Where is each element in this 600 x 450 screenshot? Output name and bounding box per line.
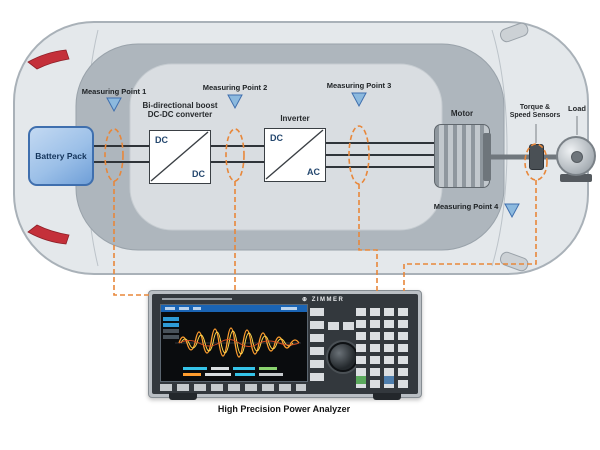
measuring-point-1-label: Measuring Point 1	[81, 87, 147, 96]
dcdc-bottom-label: DC	[192, 169, 205, 179]
measuring-point-2-label: Measuring Point 2	[202, 83, 268, 92]
torque-speed-sensor	[529, 144, 544, 170]
waveform-red	[178, 339, 300, 347]
measuring-point-3-label: Measuring Point 3	[326, 81, 392, 90]
load-flywheel	[556, 136, 596, 176]
dcdc-top-label: DC	[155, 135, 168, 145]
dcdc-converter-title: Bi-directional boost DC-DC converter	[142, 101, 218, 120]
analyzer-screen	[160, 304, 308, 382]
keypad-blue-key[interactable]	[384, 376, 394, 384]
converter-diagonal	[265, 129, 324, 180]
motor	[434, 124, 491, 188]
load-stand	[560, 174, 592, 182]
load-label: Load	[568, 104, 586, 113]
screen-menu-bars	[163, 317, 179, 339]
torque-speed-sensors-label: Torque & Speed Sensors	[509, 104, 561, 120]
analyzer-foot-right	[373, 393, 401, 400]
battery-pack-label: Battery Pack	[35, 151, 87, 161]
converter-diagonal	[150, 131, 209, 182]
waveform-display	[161, 305, 307, 376]
screen-header-bar	[161, 305, 307, 312]
motor-end-cap	[483, 133, 491, 181]
analyzer-brand: ⊕ ZIMMER	[302, 297, 345, 303]
inverter: DC AC	[264, 128, 326, 182]
inverter-bottom-label: AC	[307, 167, 320, 177]
function-button-pair[interactable]	[328, 322, 354, 330]
motor-label: Motor	[450, 109, 474, 118]
bottom-button-row[interactable]	[160, 384, 306, 391]
taillight-bottom	[27, 224, 70, 245]
side-mirror-top	[499, 22, 529, 43]
screen-header-ticks	[165, 307, 297, 310]
inverter-title: Inverter	[280, 114, 310, 123]
waveform-orange	[178, 327, 300, 358]
measuring-point-4-label: Measuring Point 4	[433, 202, 499, 211]
power-analyzer: ⊕ ZIMMER	[148, 290, 422, 400]
keypad-green-key[interactable]	[356, 376, 366, 384]
load-hub	[571, 151, 583, 163]
inverter-top-label: DC	[270, 133, 283, 143]
screen-readout-bars	[183, 367, 283, 376]
analyzer-front-panel: ⊕ ZIMMER	[152, 294, 418, 394]
analyzer-foot-left	[169, 393, 197, 400]
battery-pack: Battery Pack	[28, 126, 94, 186]
waveform-yellow	[180, 330, 294, 355]
soft-key-column[interactable]	[310, 308, 324, 381]
dcdc-converter: DC DC	[149, 130, 211, 184]
analyzer-caption: High Precision Power Analyzer	[217, 404, 351, 414]
analyzer-model-strip	[162, 298, 232, 300]
rotary-knob[interactable]	[328, 342, 358, 372]
taillight-top	[27, 49, 70, 70]
keypad-button-grid[interactable]	[356, 304, 412, 388]
